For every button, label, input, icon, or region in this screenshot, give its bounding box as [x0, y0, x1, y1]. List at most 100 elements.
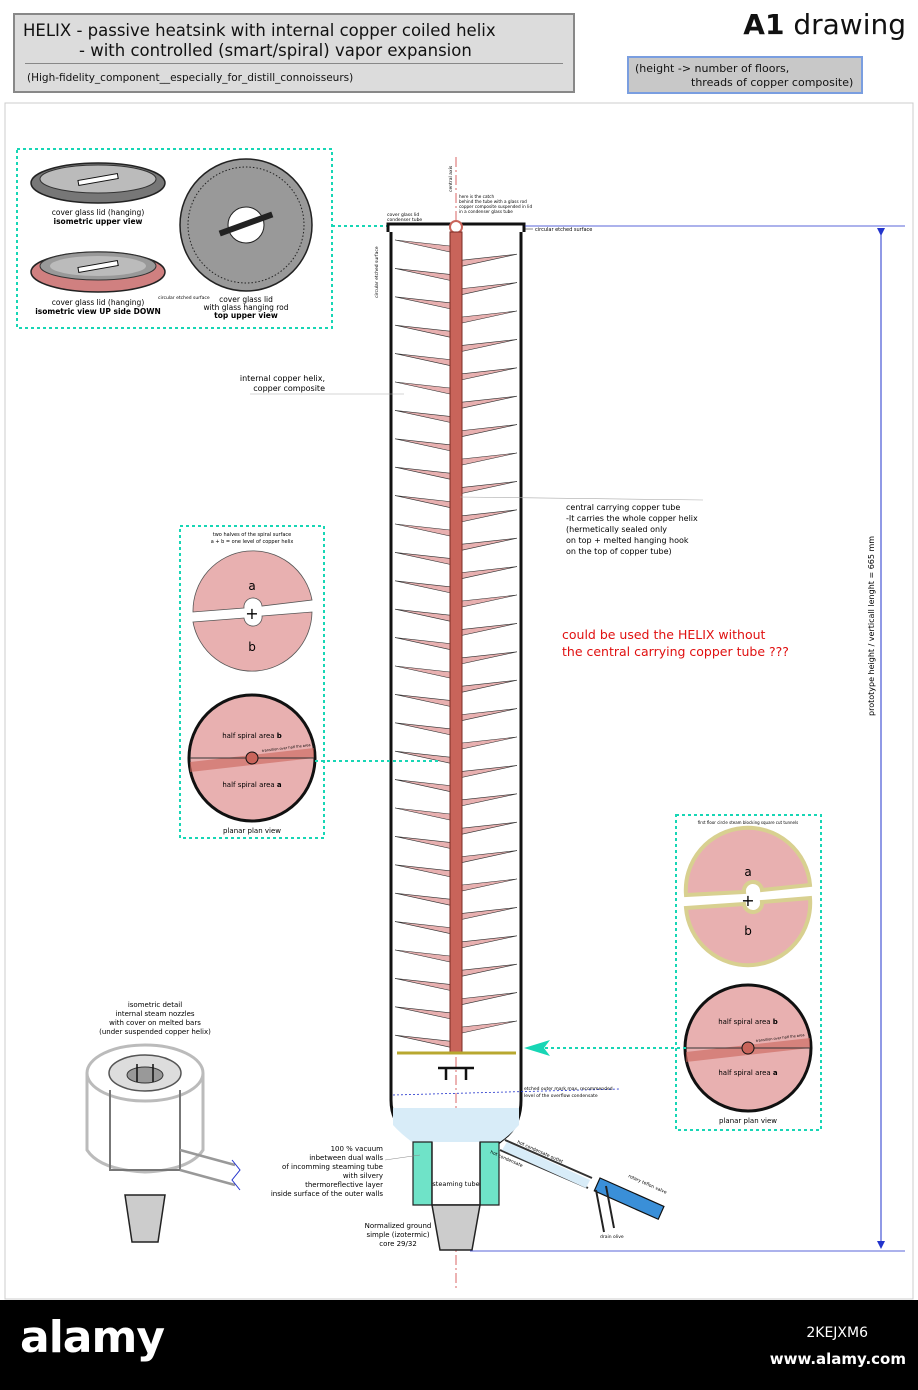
catch-note-1: here is the catch [459, 194, 494, 199]
ground-note-2: simple (izotermic) [366, 1231, 429, 1239]
vacuum-note-1: 100 % vacuum [331, 1145, 384, 1153]
overflow-mark [392, 1088, 621, 1096]
spiral-half-a [192, 550, 313, 613]
sheet-size-label: A1 drawing [743, 8, 906, 41]
nozzle-caption-4: (under suspended copper helix) [99, 1028, 211, 1036]
right-leader-arrow [524, 1040, 550, 1056]
right-panel-border [675, 814, 822, 1131]
lid-upper-caption-1: cover glass lid (hanging) [52, 208, 145, 217]
nozzle-ground-joint [124, 1194, 166, 1243]
plan-area-b: half spiral area b [222, 732, 282, 740]
nozzle-caption-1: isometric detail [128, 1001, 182, 1009]
half-a-letter: a [248, 579, 255, 593]
lid-label-2: condenser tube [387, 217, 422, 223]
svg-text:+: + [741, 891, 754, 910]
title-line-2: - with controlled (smart/spiral) vapor e… [79, 41, 472, 60]
height-note-box: (height -> number of floors, threads of … [627, 56, 863, 94]
title-subtitle: (High-fidelity_component__especially_for… [27, 72, 354, 84]
lid-lower-caption-2: isometric view UP side DOWN [35, 307, 161, 316]
helix-label-1: internal copper helix, [240, 374, 325, 383]
plan-transition: transition over half the area [262, 743, 311, 753]
vacuum-note-5: thermoreflective layer [305, 1181, 383, 1189]
halves-plan-caption: planar plan view [223, 827, 281, 835]
catch-note-2: behind the tube with a glass rod [459, 199, 527, 204]
tube-label-3: (hermetically sealed only [566, 525, 667, 534]
right-a-letter: a [744, 865, 751, 879]
tunnels-caption: first floor circle steam blocking square… [698, 820, 798, 825]
drawing-sheet: HELIX - passive heatsink with internal c… [4, 8, 914, 1300]
sheet-frame [4, 102, 914, 1300]
title-line-1: HELIX - passive heatsink with internal c… [23, 21, 496, 40]
lid-lower-caption-1: cover glass lid (hanging) [52, 298, 145, 307]
height-dimension-label: prototype height / verticall lenght = 66… [867, 536, 876, 716]
condenser-column: central axis steaming tube [386, 157, 668, 1290]
svg-text:+: + [245, 604, 258, 623]
technical-drawing: cover glass lid (hanging) isometric uppe… [4, 102, 914, 1300]
drain-label: drain olive [600, 1234, 624, 1240]
height-note-line-2: threads of copper composite) [691, 76, 854, 89]
tube-label-4: on top + melted hanging hook [566, 536, 689, 545]
rotary-valve [593, 1177, 665, 1221]
nozzle-detail: isometric detail internal steam nozzles … [85, 1001, 241, 1243]
ground-note-1: Normalized ground [365, 1222, 432, 1230]
lid-top-caption-1: cover glass lid [219, 295, 273, 304]
halves-caption-2: a + b = one level of copper helix [211, 539, 294, 545]
drain-olive [595, 1185, 615, 1233]
condensate-water [393, 1108, 519, 1142]
question-line-1: could be used the HELIX without [562, 627, 766, 642]
steaming-tube-label: steaming tube [432, 1180, 479, 1188]
lid-top-caption-3: top upper view [214, 311, 278, 320]
ground-joint [431, 1204, 481, 1251]
catch-note-4: in a condenser glass tube [459, 209, 513, 214]
right-plan-caption: planar plan view [719, 1117, 777, 1125]
right-area-b: half spiral area b [718, 1018, 778, 1026]
site-url: www.alamy.com [769, 1350, 906, 1368]
lid-panel: cover glass lid (hanging) isometric uppe… [16, 148, 333, 329]
half-b-letter: b [248, 640, 256, 654]
ground-note-3: core 29/32 [379, 1240, 417, 1248]
overflow-note-1: etched outer mark max. recommended [524, 1086, 613, 1092]
spiral-half-b [192, 611, 313, 672]
sheet-size-prefix: A1 [743, 8, 785, 41]
central-copper-tube [449, 231, 463, 1055]
vacuum-note-6: inside surface of the outer walls [271, 1190, 384, 1198]
vacuum-note-2: inbetween dual walls [309, 1154, 383, 1162]
right-panel: first floor circle steam blocking square… [675, 814, 822, 1131]
halves-caption-1: two halves of the spiral surface [213, 532, 292, 538]
title-divider [25, 63, 563, 64]
right-transition: transition over half the area [756, 1033, 805, 1043]
lid-upper-caption-2: isometric upper view [54, 217, 143, 226]
sheet-size-suffix: drawing [793, 8, 906, 41]
height-note-line-1: (height -> number of floors, [635, 62, 790, 75]
lid-top-caption-2: with glass hanging rod [203, 303, 288, 312]
hanging-hook [449, 220, 463, 234]
overflow-note-2: level of the overflow condensate [524, 1093, 598, 1099]
central-axis-label: central axis [448, 165, 454, 192]
halves-panel: two halves of the spiral surface a + b =… [179, 525, 325, 839]
right-half-b [683, 895, 813, 968]
nozzle-caption-2: internal steam nozzles [115, 1010, 194, 1018]
helix-label-2: copper composite [253, 384, 325, 393]
nozzle-caption-3: with cover on melted bars [109, 1019, 201, 1027]
question-line-2: the central carrying copper tube ??? [562, 644, 789, 659]
footer-bar [0, 1300, 918, 1390]
right-area-a: half spiral area a [718, 1069, 778, 1077]
plan-area-a: half spiral area a [222, 781, 282, 789]
vacuum-note-3: of incomming steaming tube [282, 1163, 383, 1171]
tube-label-1: central carrying copper tube [566, 503, 680, 512]
tube-label-5: on the top of copper tube) [566, 547, 672, 556]
title-box: HELIX - passive heatsink with internal c… [13, 13, 575, 93]
tube-label-2: -It carries the whole copper helix [566, 514, 698, 523]
lid-panel-border [16, 148, 333, 329]
vacuum-note-4: with silvery [343, 1172, 383, 1180]
etched-right-label: circular etched surface [535, 227, 592, 233]
catch-note-3: copper composite suspended in lid [459, 204, 532, 209]
lid-label-1: cover glass lid [387, 212, 419, 218]
right-b-letter: b [744, 924, 752, 938]
right-half-a [683, 825, 813, 898]
brand-logo: alamy [20, 1312, 165, 1363]
lid-etched-note: circular etched surface [158, 295, 210, 301]
halves-panel-border [179, 525, 325, 839]
tube-leader [459, 496, 704, 501]
etched-vertical-label: circular etched surface [374, 246, 380, 298]
